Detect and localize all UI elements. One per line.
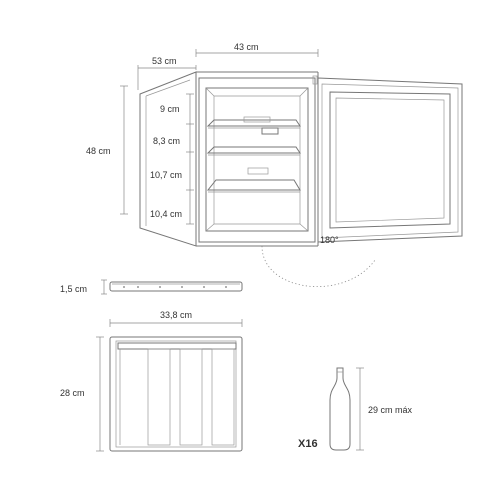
bottle-height-label: 29 cm máx bbox=[368, 405, 413, 415]
shelf-thickness-label: 1,5 cm bbox=[60, 284, 87, 294]
door-swing-arc bbox=[261, 245, 376, 288]
shelf-gap-label-2: 8,3 cm bbox=[153, 136, 180, 146]
shelf-gap-label-1: 9 cm bbox=[160, 104, 180, 114]
width-label: 43 cm bbox=[234, 42, 259, 52]
wine-cooler-illustration bbox=[139, 71, 463, 288]
door-angle-label: 180° bbox=[320, 235, 339, 245]
open-door bbox=[317, 77, 463, 243]
rack-front-view bbox=[96, 319, 243, 452]
shelf-gap-label-4: 10,4 cm bbox=[150, 209, 182, 219]
rack-height-label: 28 cm bbox=[60, 388, 85, 398]
depth-label: 53 cm bbox=[152, 56, 177, 66]
bottle-count-label: X16 bbox=[298, 438, 318, 450]
fridge-dimension-lines bbox=[120, 49, 319, 225]
shelf-side-view bbox=[101, 279, 243, 295]
rack-width-label: 33,8 cm bbox=[160, 310, 192, 320]
height-label: 48 cm bbox=[86, 146, 111, 156]
shelf-gap-label-3: 10,7 cm bbox=[150, 170, 182, 180]
fridge-shelves bbox=[206, 119, 301, 193]
wine-bottle-icon bbox=[329, 367, 364, 451]
